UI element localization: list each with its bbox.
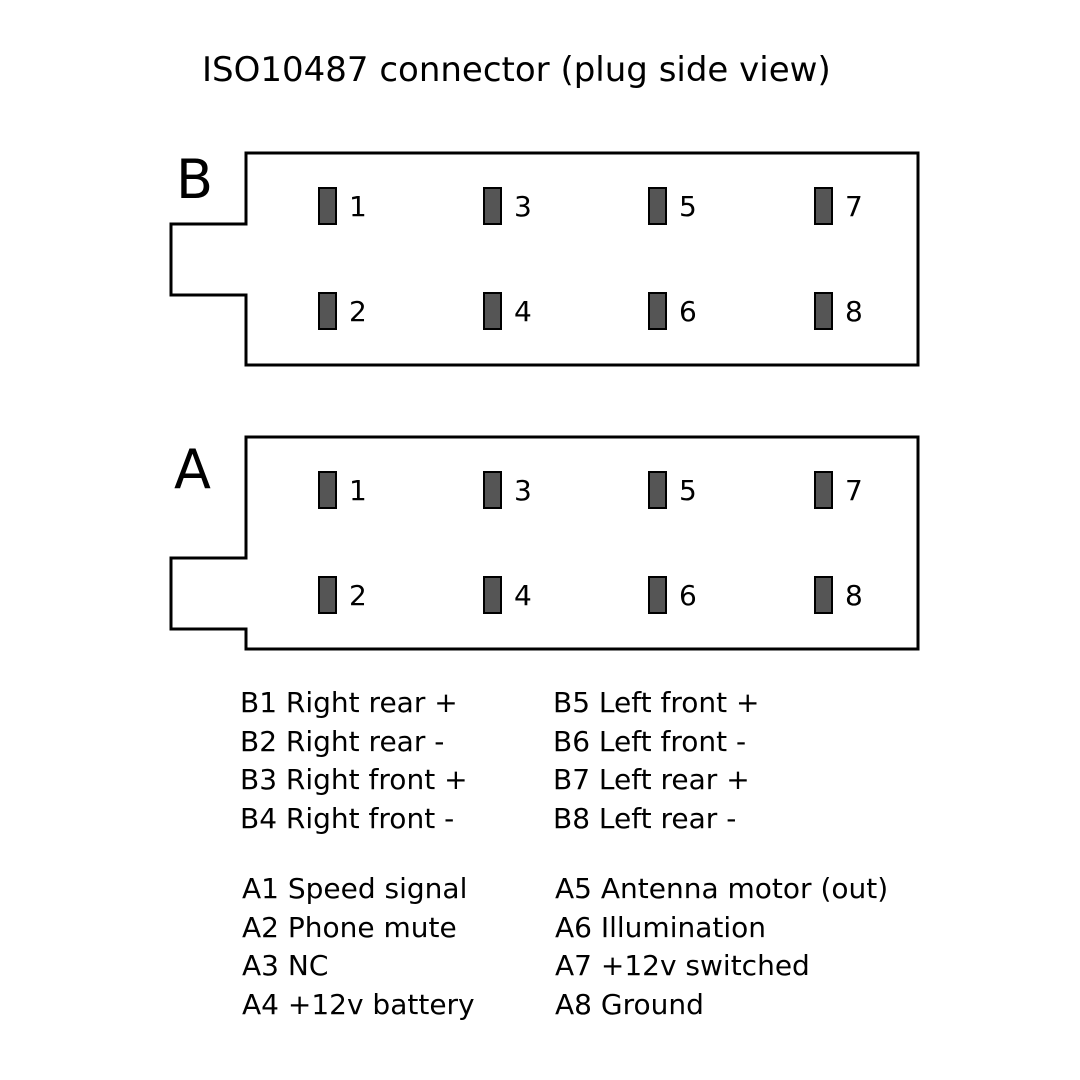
connector-b-label: B — [176, 148, 213, 211]
connector-a: A 1 3 5 7 2 4 6 8 — [169, 435, 920, 651]
connector-b-pin-label-5: 5 — [679, 190, 697, 223]
legend-item: A1 Speed signal — [242, 872, 468, 905]
legend-b-left: B1 Right rear + B2 Right rear - B3 Right… — [240, 684, 468, 838]
legend-item: B3 Right front + — [240, 763, 468, 796]
legend-item: A5 Antenna motor (out) — [555, 872, 889, 905]
connector-a-pin-2 — [318, 576, 337, 614]
legend-b-right: B5 Left front + B6 Left front - B7 Left … — [553, 684, 759, 838]
connector-a-pin-4 — [483, 576, 502, 614]
legend-item: B2 Right rear - — [240, 724, 445, 758]
connector-a-pin-label-5: 5 — [679, 474, 697, 507]
legend-item: B5 Left front + — [553, 686, 760, 719]
legend-item: A2 Phone mute — [242, 910, 457, 944]
connector-b-pin-label-8: 8 — [845, 295, 863, 328]
connector-a-pin-label-2: 2 — [349, 579, 367, 612]
connector-b-pin-label-1: 1 — [349, 190, 367, 223]
legend-a-left: A1 Speed signal A2 Phone mute A3 NC A4 +… — [242, 870, 475, 1024]
connector-a-label: A — [174, 438, 211, 501]
connector-b-pin-label-2: 2 — [349, 295, 367, 328]
legend-item: A4 +12v battery — [242, 987, 475, 1021]
connector-a-pin-5 — [648, 471, 667, 509]
connector-b-pins: 1 3 5 7 2 4 6 8 — [318, 187, 863, 330]
legend-item: B8 Left rear - — [553, 801, 737, 835]
connector-b-pin-2 — [318, 292, 337, 330]
connector-b-pin-6 — [648, 292, 667, 330]
connector-a-pin-label-6: 6 — [679, 579, 697, 612]
connector-b-pin-3 — [483, 187, 502, 225]
connector-b-pin-4 — [483, 292, 502, 330]
connector-b-pin-label-4: 4 — [514, 295, 532, 328]
legend-item: A3 NC — [242, 949, 329, 982]
connector-b-pin-7 — [814, 187, 833, 225]
connector-b-pin-8 — [814, 292, 833, 330]
connector-b-pin-label-3: 3 — [514, 190, 532, 223]
legend-item: B1 Right rear + — [240, 686, 458, 719]
connector-b-pin-5 — [648, 187, 667, 225]
legend-item: A6 Illumination — [555, 910, 767, 944]
connector-b-pin-1 — [318, 187, 337, 225]
connector-a-pin-8 — [814, 576, 833, 614]
connector-a-pins: 1 3 5 7 2 4 6 8 — [318, 471, 863, 614]
legend-item: B6 Left front - — [553, 724, 747, 758]
connector-b-pin-label-7: 7 — [845, 190, 863, 223]
legend-a-right: A5 Antenna motor (out) A6 Illumination A… — [555, 870, 888, 1024]
legend-item: A7 +12v switched — [555, 949, 810, 982]
connector-a-pin-label-7: 7 — [845, 474, 863, 507]
connector-b-pin-label-6: 6 — [679, 295, 697, 328]
legend-item: B7 Left rear + — [553, 763, 750, 796]
connector-a-pin-3 — [483, 471, 502, 509]
connector-a-pin-label-1: 1 — [349, 474, 367, 507]
legend-item: A8 Ground — [555, 987, 704, 1021]
connector-a-pin-label-8: 8 — [845, 579, 863, 612]
connector-a-pin-label-4: 4 — [514, 579, 532, 612]
legend-item: B4 Right front - — [240, 801, 455, 835]
connector-b: B 1 3 5 7 2 4 6 8 — [169, 148, 920, 367]
connector-a-pin-label-3: 3 — [514, 474, 532, 507]
connector-a-outline — [169, 435, 920, 651]
connector-a-pin-6 — [648, 576, 667, 614]
connector-a-pin-7 — [814, 471, 833, 509]
connector-b-outline — [169, 151, 920, 367]
connector-a-pin-1 — [318, 471, 337, 509]
diagram-title: ISO10487 connector (plug side view) — [202, 50, 831, 90]
